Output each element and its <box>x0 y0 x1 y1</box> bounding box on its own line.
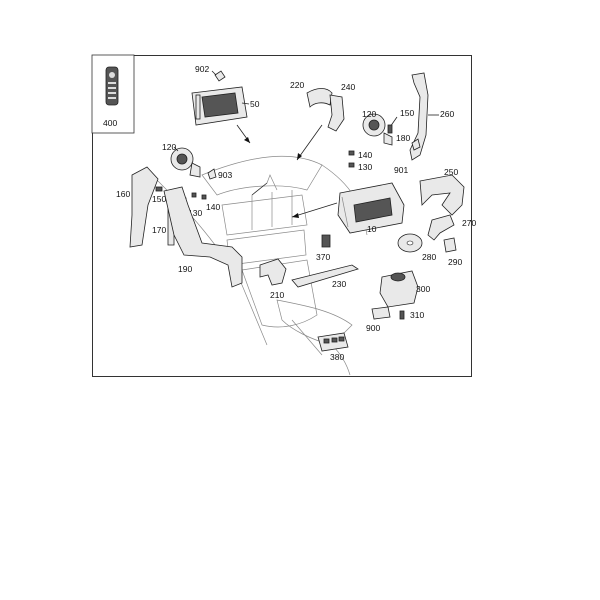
label-400: 400 <box>103 118 117 128</box>
svg-text:260: 260 <box>440 109 454 119</box>
svg-text:290: 290 <box>448 257 462 267</box>
part-250-duct: 250 270 <box>419 167 476 241</box>
svg-text:120: 120 <box>162 142 176 152</box>
svg-text:50: 50 <box>250 99 260 109</box>
part-260-duct: 260 <box>409 72 454 161</box>
svg-text:370: 370 <box>316 252 330 262</box>
part-speaker-left: 120 <box>162 142 201 178</box>
part-380-switch: 380 <box>317 332 349 362</box>
dashboard-outline <box>151 155 368 376</box>
part-220-duct: 220 240 <box>290 80 355 161</box>
svg-text:380: 380 <box>330 352 344 362</box>
svg-text:300: 300 <box>416 284 430 294</box>
part-903: 903 <box>207 168 232 180</box>
svg-text:900: 900 <box>366 323 380 333</box>
part-300-controller: 300 900 310 <box>366 270 430 333</box>
parts-diagram: 400 902 50 220 240 <box>91 54 476 376</box>
svg-text:10: 10 <box>367 224 377 234</box>
svg-text:120: 120 <box>362 109 376 119</box>
svg-text:180: 180 <box>396 133 410 143</box>
diagram-frame <box>92 55 472 377</box>
svg-text:270: 270 <box>462 218 476 228</box>
svg-text:140: 140 <box>206 202 220 212</box>
part-230-trim: 230 <box>291 264 359 289</box>
svg-text:230: 230 <box>332 279 346 289</box>
part-280-disc: 280 290 <box>397 233 462 267</box>
remote-control-icon <box>105 66 119 106</box>
svg-text:901: 901 <box>394 165 408 175</box>
svg-text:160: 160 <box>116 189 130 199</box>
svg-text:150: 150 <box>400 108 414 118</box>
svg-text:150: 150 <box>152 194 166 204</box>
svg-text:240: 240 <box>341 82 355 92</box>
svg-text:190: 190 <box>178 264 192 274</box>
part-speaker-right: 120 150 180 140 130 <box>348 108 414 172</box>
svg-text:210: 210 <box>270 290 284 300</box>
svg-text:250: 250 <box>444 167 458 177</box>
svg-text:130: 130 <box>188 208 202 218</box>
svg-text:310: 310 <box>410 310 424 320</box>
part-160-duct: 160 <box>116 166 159 248</box>
svg-text:170: 170 <box>152 225 166 235</box>
svg-text:902: 902 <box>195 64 209 74</box>
part-50-display: 50 <box>191 86 260 144</box>
svg-text:130: 130 <box>358 162 372 172</box>
svg-text:903: 903 <box>218 170 232 180</box>
svg-text:220: 220 <box>290 80 304 90</box>
part-10-head-unit: 901 10 <box>291 138 421 234</box>
part-370: 370 <box>316 234 330 262</box>
part-902: 902 <box>195 64 226 82</box>
part-190-duct: 190 <box>163 182 268 288</box>
inset-remote: 400 <box>91 54 135 134</box>
svg-text:280: 280 <box>422 252 436 262</box>
svg-text:140: 140 <box>358 150 372 160</box>
part-210-bracket: 210 <box>259 258 287 300</box>
